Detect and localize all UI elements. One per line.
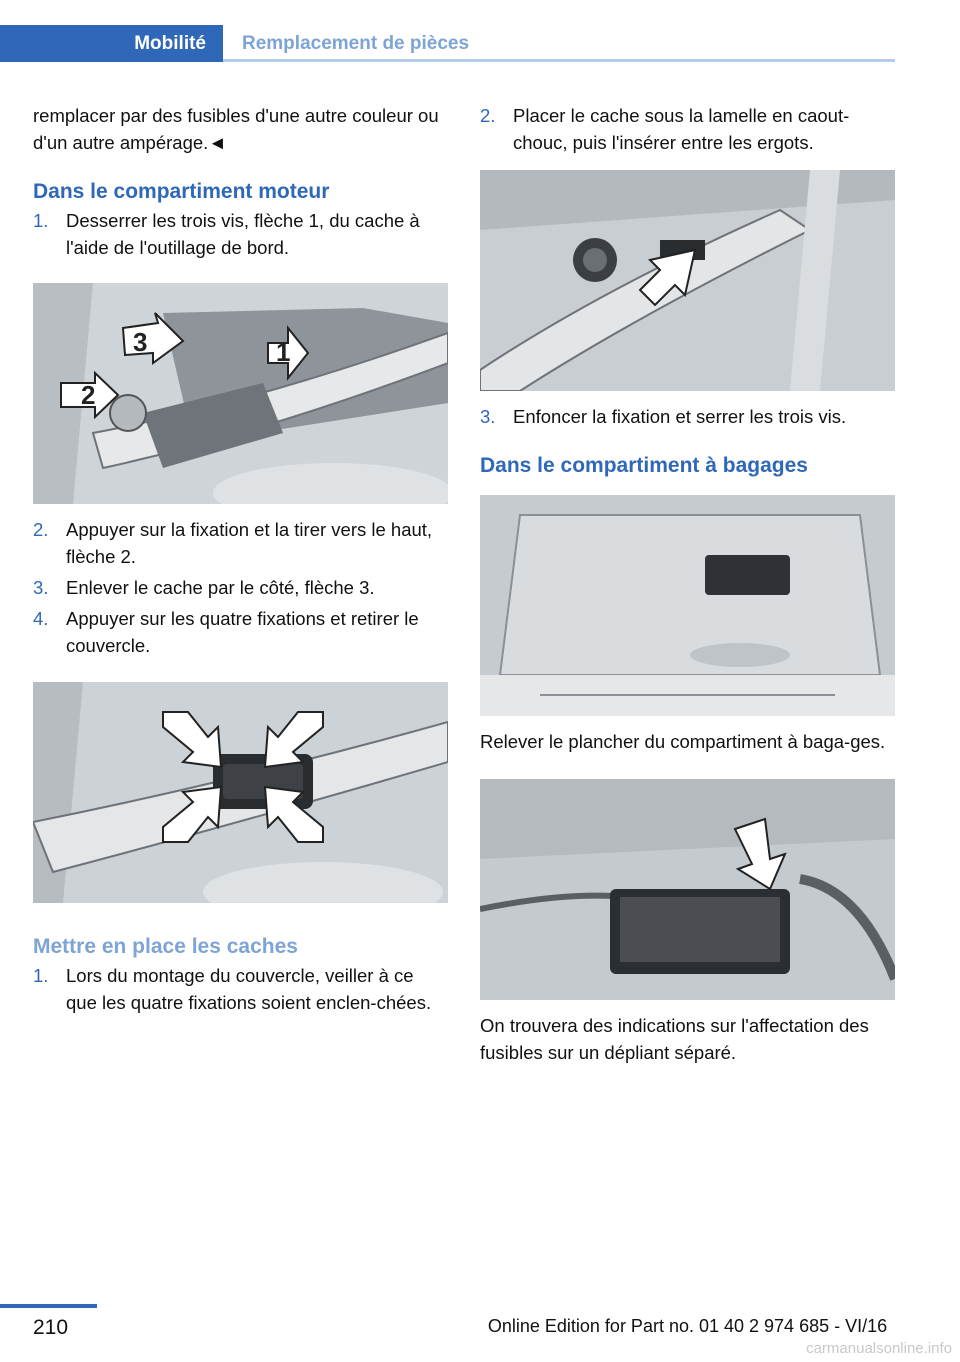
callout-label-1: 1	[276, 337, 290, 367]
arrow-icon	[263, 785, 324, 843]
left-column: remplacer par des fusibles d'une autre c…	[33, 102, 448, 1016]
engine-cover-figure: 1 2 3	[33, 283, 448, 504]
watermark: carmanualsonline.info	[806, 1340, 952, 1357]
section-tab: Mobilité	[0, 25, 223, 62]
arrow-icon	[267, 325, 310, 381]
step-text: Enlever le cache par le côté, flèche 3.	[66, 577, 375, 598]
arrow-icon	[733, 817, 787, 891]
step-2: 2. Appuyer sur la fixation et la tirer v…	[33, 516, 448, 570]
step-4: 4. Appuyer sur les quatre fixations et r…	[33, 605, 448, 659]
page-header: Mobilité Remplacement de pièces	[0, 0, 895, 62]
heading-install-covers: Mettre en place les caches	[33, 935, 298, 958]
callout-label-2: 2	[81, 380, 95, 410]
cover-fixations-figure	[33, 682, 448, 903]
chapter-title: Remplacement de pièces	[242, 32, 470, 54]
callout-label-3: 3	[133, 327, 147, 357]
step-1: 1. Desserrer les trois vis, flèche 1, du…	[33, 207, 448, 261]
intro-text: remplacer par des fusibles d'une autre c…	[33, 105, 439, 153]
header-rule	[223, 59, 895, 62]
step-text: Appuyer sur la fixation et la tirer vers…	[66, 519, 433, 567]
trunk-figure	[480, 495, 895, 716]
step-number: 2.	[480, 105, 496, 126]
heading-trunk: Dans le compartiment à bagages	[480, 454, 808, 477]
step-number: 4.	[33, 608, 49, 629]
step-text: Enfoncer la fixation et serrer les trois…	[513, 406, 847, 427]
step-number: 3.	[33, 577, 49, 598]
install-step-1: 1. Lors du montage du couvercle, veiller…	[33, 962, 448, 1016]
page-number: 210	[33, 1316, 69, 1339]
step-text: Appuyer sur les quatre fixations et reti…	[66, 608, 419, 656]
step-number: 3.	[480, 406, 496, 427]
fuse-assignment-note: On trouvera des indications sur l'affect…	[480, 1015, 869, 1063]
arrow-icon	[121, 312, 185, 365]
step-text: Lors du montage du couvercle, veiller à …	[66, 965, 432, 1013]
fuse-box-figure	[480, 779, 895, 1000]
install-step-3: 3. Enfoncer la fixation et serrer les tr…	[480, 403, 895, 430]
arrow-icon	[263, 711, 324, 769]
rubber-seal-figure	[480, 170, 895, 391]
step-number: 1.	[33, 965, 49, 986]
trunk-instruction: Relever le plancher du compartiment à ba…	[480, 731, 886, 752]
step-number: 2.	[33, 519, 49, 540]
install-step-2: 2. Placer le cache sous la lamelle en ca…	[480, 102, 895, 156]
step-text: Placer le cache sous la lamelle en caout…	[513, 105, 850, 153]
arrow-icon	[638, 248, 697, 307]
step-text: Desserrer les trois vis, flèche 1, du ca…	[66, 210, 420, 258]
arrow-icon	[162, 711, 223, 769]
step-number: 1.	[33, 210, 49, 231]
arrow-icon	[60, 370, 120, 420]
footer-rule	[0, 1304, 97, 1308]
step-3: 3. Enlever le cache par le côté, flèche …	[33, 574, 448, 601]
heading-engine-compartment: Dans le compartiment moteur	[33, 180, 330, 203]
arrow-icon	[162, 785, 223, 843]
right-column: 2. Placer le cache sous la lamelle en ca…	[480, 102, 895, 1066]
edition-note: Online Edition for Part no. 01 40 2 974 …	[487, 1316, 888, 1336]
